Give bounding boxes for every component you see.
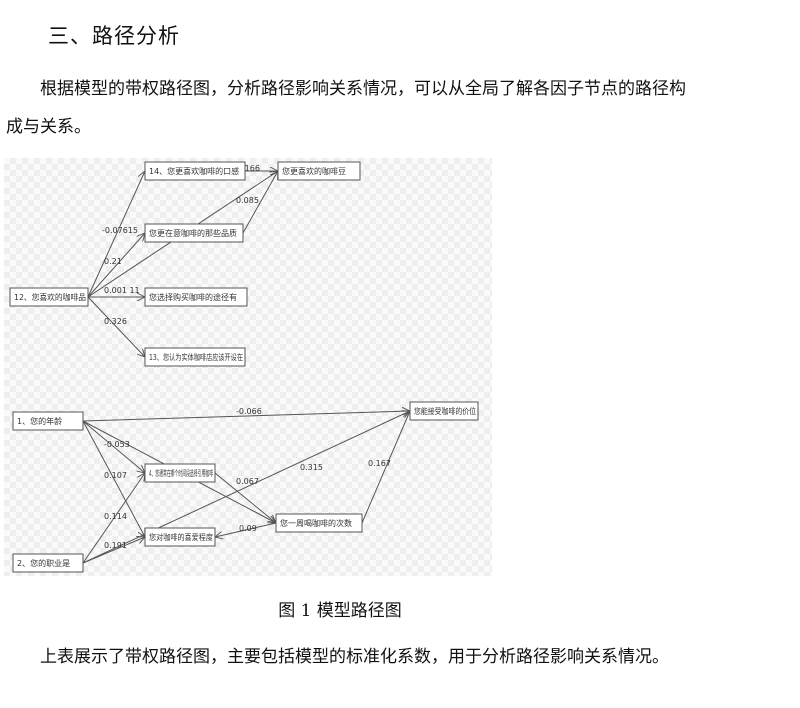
path-edge-n2-ntime: [82, 473, 145, 564]
node-label: 13、您认为实体咖啡店应该开设在: [149, 352, 243, 362]
node-label: 您更在意咖啡的那些品质: [149, 228, 237, 238]
path-edge-n15-nbean: [242, 171, 278, 234]
node-label: 您能接受咖啡的价位: [414, 406, 476, 416]
edge-coefficient-label: 0.326: [104, 317, 127, 326]
edge-coefficient-label: 0.085: [236, 196, 259, 205]
intro-paragraph: 根据模型的带权路径图，分析路径影响关系情况，可以从全局了解各因子节点的路径构成与…: [6, 79, 686, 137]
node-label: 2、您的职业是: [17, 558, 70, 568]
diagram-node-n14: 14、您更喜欢咖啡的口感: [144, 161, 246, 181]
node-box: [409, 401, 479, 421]
diagram-node-nlike: 您对咖啡的喜爱程度: [144, 527, 216, 547]
node-box: [144, 347, 246, 367]
node-box: [144, 463, 216, 483]
node-box: [9, 287, 89, 307]
path-edge-n2-nprice: [82, 411, 410, 564]
node-box: [144, 223, 244, 243]
diagram-node-nbean: 您更喜欢的咖啡豆: [277, 161, 361, 181]
path-diagram: -0.07615 0.21 0.001 11 0.326 0.166 0.085 -0.06…: [9, 161, 479, 573]
node-label: 您对咖啡的喜爱程度: [149, 532, 213, 542]
summary-paragraph: 上表展示了带权路径图，主要包括模型的标准化系数，用于分析路径影响关系情况。: [40, 647, 669, 667]
edge-coefficient-label: -0.066: [236, 407, 262, 416]
edge-coefficient-label: -0.053: [104, 440, 130, 449]
node-box: [12, 553, 84, 573]
edge-coefficient-label: 0.114: [104, 512, 127, 521]
edge-coefficient-label: 0.166: [237, 164, 260, 173]
edge-coefficient-label: 0.001 11: [104, 286, 140, 295]
diagram-node-n15: 您更在意咖啡的那些品质: [144, 223, 244, 243]
node-box: [277, 161, 361, 181]
node-label: 您选择购买咖啡的途径有: [149, 292, 237, 302]
path-edge-ntime-nfreq: [214, 472, 276, 523]
path-edge-n12-n15: [87, 233, 145, 298]
node-box: [12, 411, 84, 431]
path-edge-n1-nprice: [82, 411, 410, 422]
path-edge-nfreq-nprice: [361, 411, 410, 524]
figure-caption: 图 1 模型路径图: [278, 601, 402, 621]
path-edge-nfreq-nlike: [215, 522, 277, 537]
edge-coefficient-label: 0.167: [368, 459, 391, 468]
edge-coefficient-label: 0.21: [104, 257, 122, 266]
node-label: 1、您的年龄: [17, 416, 62, 426]
node-label: 4、您通常在哪个时间段选择引用咖啡: [149, 468, 213, 478]
section-heading: 三、路径分析: [48, 24, 180, 48]
node-box: [144, 161, 246, 181]
diagram-node-nfreq: 您一周喝咖啡的次数: [275, 513, 363, 533]
diagram-node-n12: 12、您喜欢的咖啡品: [9, 287, 89, 307]
edge-coefficient-label: 0.067: [236, 477, 259, 486]
edge-coefficient-label: 0.315: [300, 463, 323, 472]
edge-coefficient-label: -0.07615: [102, 226, 138, 235]
diagram-node-n13: 13、您认为实体咖啡店应该开设在: [144, 347, 246, 367]
path-edge-n1-nlike: [82, 420, 145, 537]
path-edge-n12-n13: [87, 296, 145, 357]
path-edge-n12-n14: [87, 171, 145, 298]
node-box: [275, 513, 363, 533]
diagram-node-nprice: 您能接受咖啡的价位: [409, 401, 479, 421]
diagram-node-n1: 1、您的年龄: [12, 411, 84, 431]
edge-coefficient-label: 0.09: [239, 524, 257, 533]
path-diagram-figure: -0.07615 0.21 0.001 11 0.326 0.166 0.085 -0.06…: [4, 158, 492, 576]
node-label: 14、您更喜欢咖啡的口感: [149, 166, 239, 176]
edge-coefficient-label: 0.191: [104, 541, 127, 550]
node-box: [144, 287, 248, 307]
node-label: 您更喜欢的咖啡豆: [282, 166, 346, 176]
node-label: 您一周喝咖啡的次数: [280, 518, 352, 528]
diagram-node-ntime: 4、您通常在哪个时间段选择引用咖啡: [144, 463, 216, 483]
diagram-node-n2: 2、您的职业是: [12, 553, 84, 573]
node-label: 12、您喜欢的咖啡品: [14, 292, 86, 302]
node-box: [144, 527, 216, 547]
path-edge-n1-ntime: [82, 420, 145, 473]
edge-coefficient-label: 0.107: [104, 471, 127, 480]
diagram-node-nbuy: 您选择购买咖啡的途径有: [144, 287, 248, 307]
